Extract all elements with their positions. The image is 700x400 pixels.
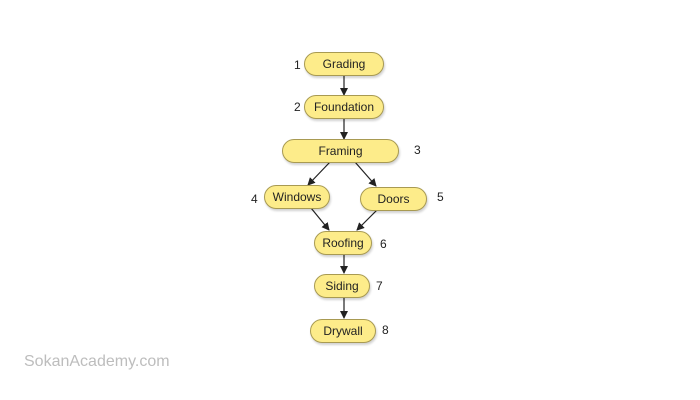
node-foundation-number: 2: [294, 100, 301, 114]
edge-framing-windows: [307, 161, 331, 186]
node-doors-number: 5: [437, 190, 444, 204]
node-foundation-label: Foundation: [313, 100, 375, 114]
node-framing-number: 3: [414, 143, 421, 157]
node-siding-number: 7: [376, 279, 383, 293]
node-doors-label: Doors: [377, 192, 410, 206]
watermark: SokanAcademy.com: [24, 353, 170, 370]
node-roofing[interactable]: Roofing: [314, 231, 372, 255]
node-roofing-number: 6: [380, 237, 387, 251]
node-grading-number: 1: [294, 58, 301, 72]
node-drywall-label: Drywall: [323, 324, 363, 338]
node-windows[interactable]: Windows: [264, 185, 330, 209]
node-framing[interactable]: Framing: [282, 139, 399, 163]
node-doors[interactable]: Doors: [360, 187, 427, 211]
node-siding[interactable]: Siding: [314, 274, 370, 298]
node-grading-label: Grading: [322, 57, 366, 71]
node-foundation[interactable]: Foundation: [304, 95, 384, 119]
edge-doors-roofing: [356, 209, 378, 231]
edge-windows-roofing: [310, 207, 330, 231]
node-windows-label: Windows: [272, 190, 322, 204]
node-windows-number: 4: [251, 192, 258, 206]
node-grading[interactable]: Grading: [304, 52, 384, 76]
node-drywall[interactable]: Drywall: [310, 319, 376, 343]
node-drywall-number: 8: [382, 323, 389, 337]
node-framing-label: Framing: [318, 144, 363, 158]
edge-framing-doors: [354, 161, 377, 187]
node-roofing-label: Roofing: [322, 236, 364, 250]
node-siding-label: Siding: [325, 279, 359, 293]
